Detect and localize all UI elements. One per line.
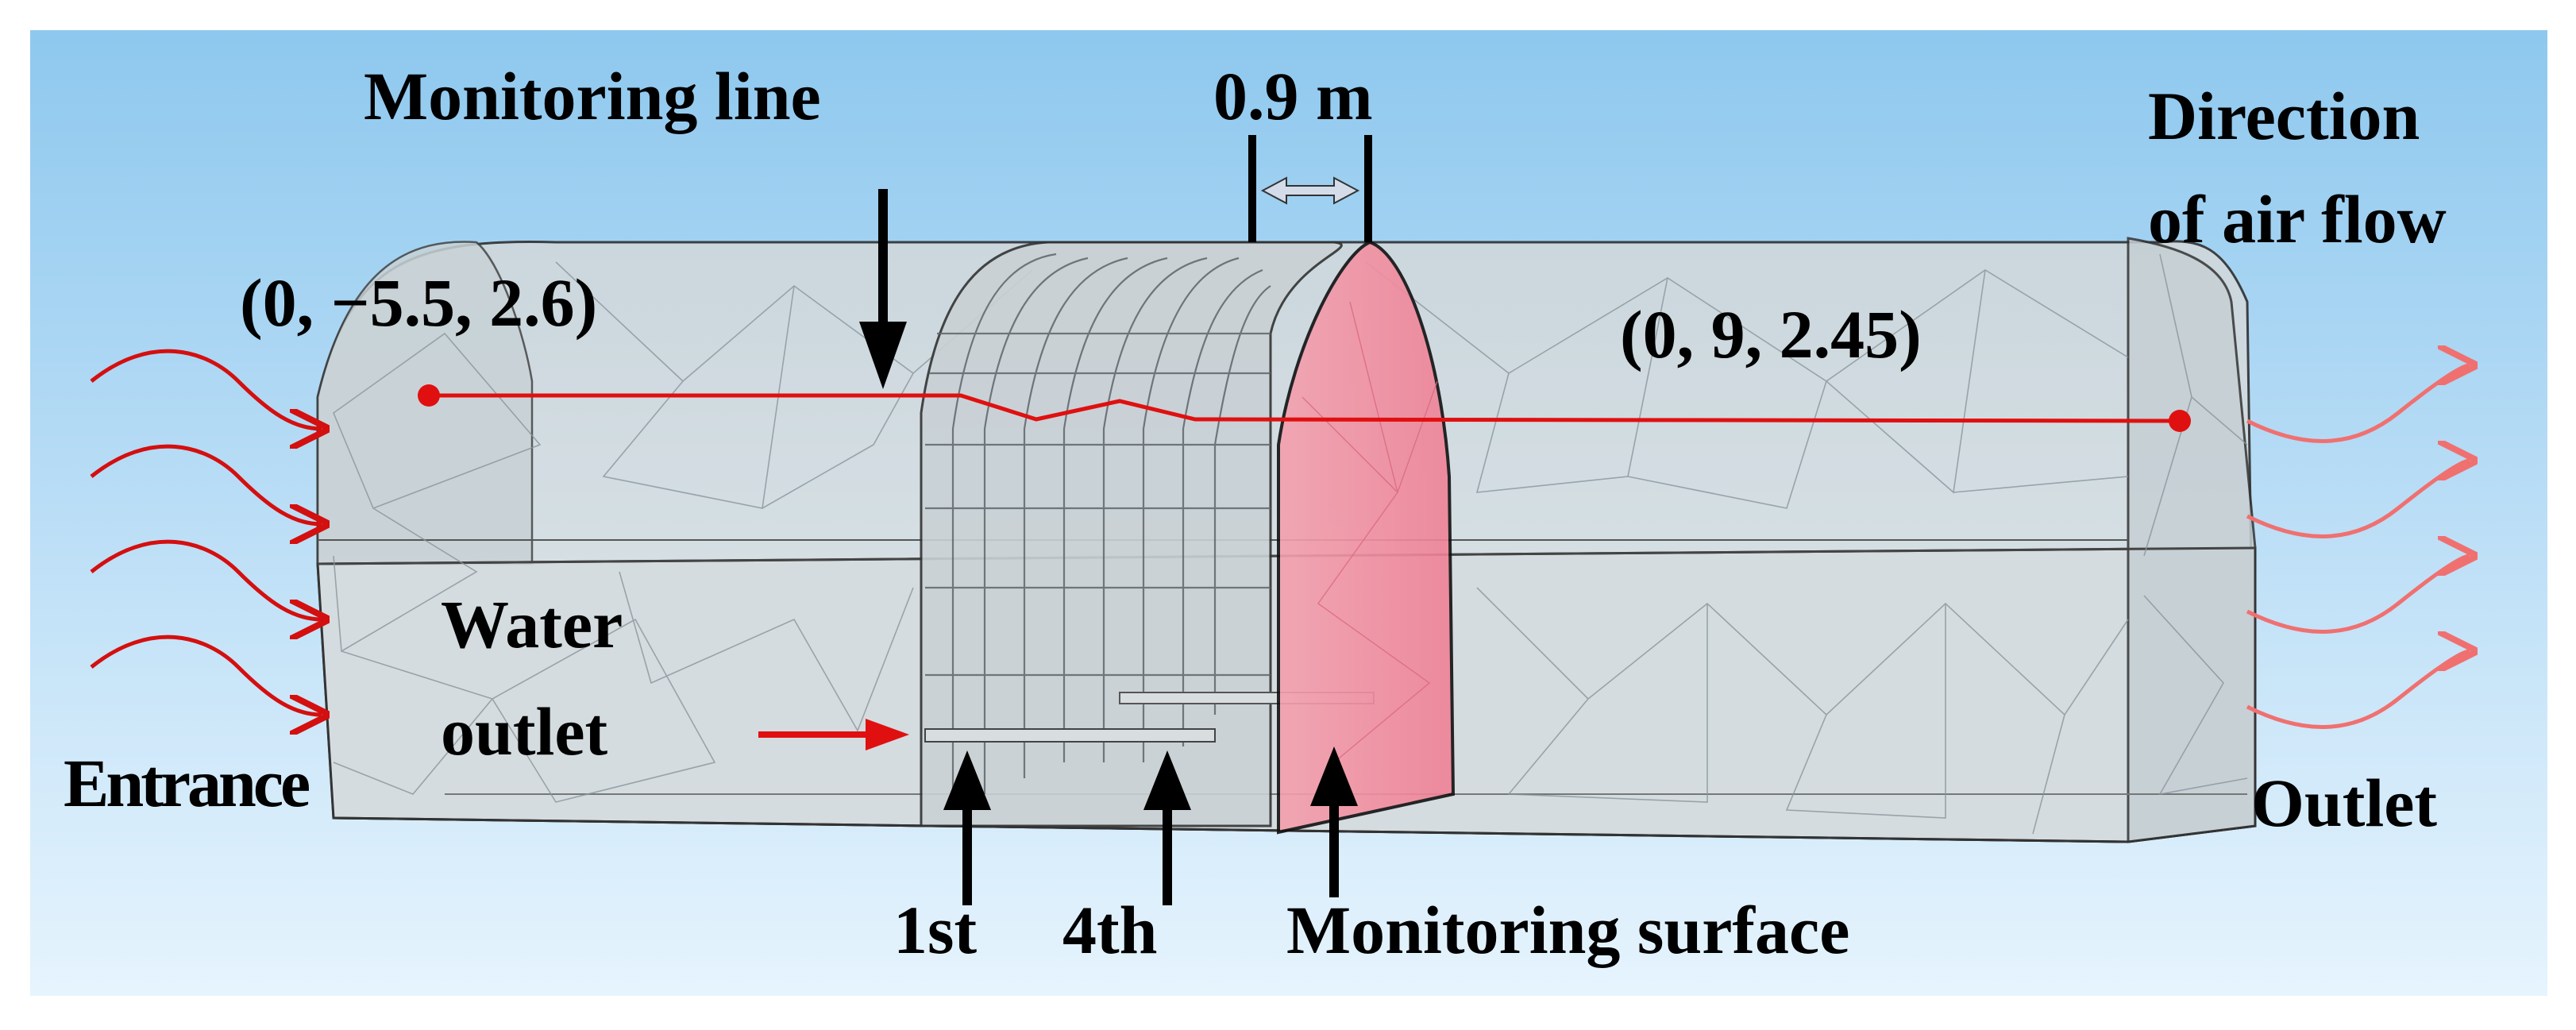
first-label: 1st [893,892,977,968]
outflow-arrow [2246,365,2470,443]
double-arrow [1260,176,1360,205]
water-outlet-label-line2: outlet [441,693,608,770]
direction-label-line2: of air flow [2148,181,2447,257]
start-point-label: (0, −5.5, 2.6) [240,264,597,341]
pointer-arrows [859,189,1358,905]
surface-mesh [1301,301,1438,763]
outlet-label: Outlet [2251,765,2437,841]
tunnel-outlet-face [2127,237,2257,843]
monitoring-surface-label: Monitoring surface [1286,892,1849,968]
fourth-arrow [1143,750,1191,905]
tunnel-edge [333,816,2129,843]
monitoring-line-pointer [859,189,907,389]
direction-label-line1: Direction [2148,78,2420,154]
end-point-marker [2169,410,2191,432]
width-label: 0.9 m [1213,58,1373,134]
inflow-arrows [90,349,322,715]
inflow-arrow [90,349,322,429]
tunnel-model [316,237,2257,843]
monitoring-line [418,384,2191,432]
pipe-grid [925,253,1271,794]
inflow-arrow [90,635,322,715]
outflow-arrow [2246,651,2470,729]
water-outlet-label-line1: Water [441,586,623,662]
monitoring-surface-pointer [1310,746,1358,897]
monitoring-line-path [429,393,2181,423]
water-pipe [924,728,1216,743]
inflow-arrow [90,539,322,619]
water-outlet-arrow [758,719,909,750]
outflow-arrow [2246,461,2470,538]
inflow-arrow [90,444,322,524]
entrance-label: Entrance [64,745,309,821]
monitoring-line-label: Monitoring line [364,58,821,134]
width-indicator [1248,135,1372,242]
first-arrow [943,750,991,905]
fourth-label: 4th [1062,892,1157,968]
start-point-marker [418,384,440,407]
outflow-arrow [2246,556,2470,634]
end-point-label: (0, 9, 2.45) [1620,296,1922,372]
outflow-arrows [2246,365,2470,729]
